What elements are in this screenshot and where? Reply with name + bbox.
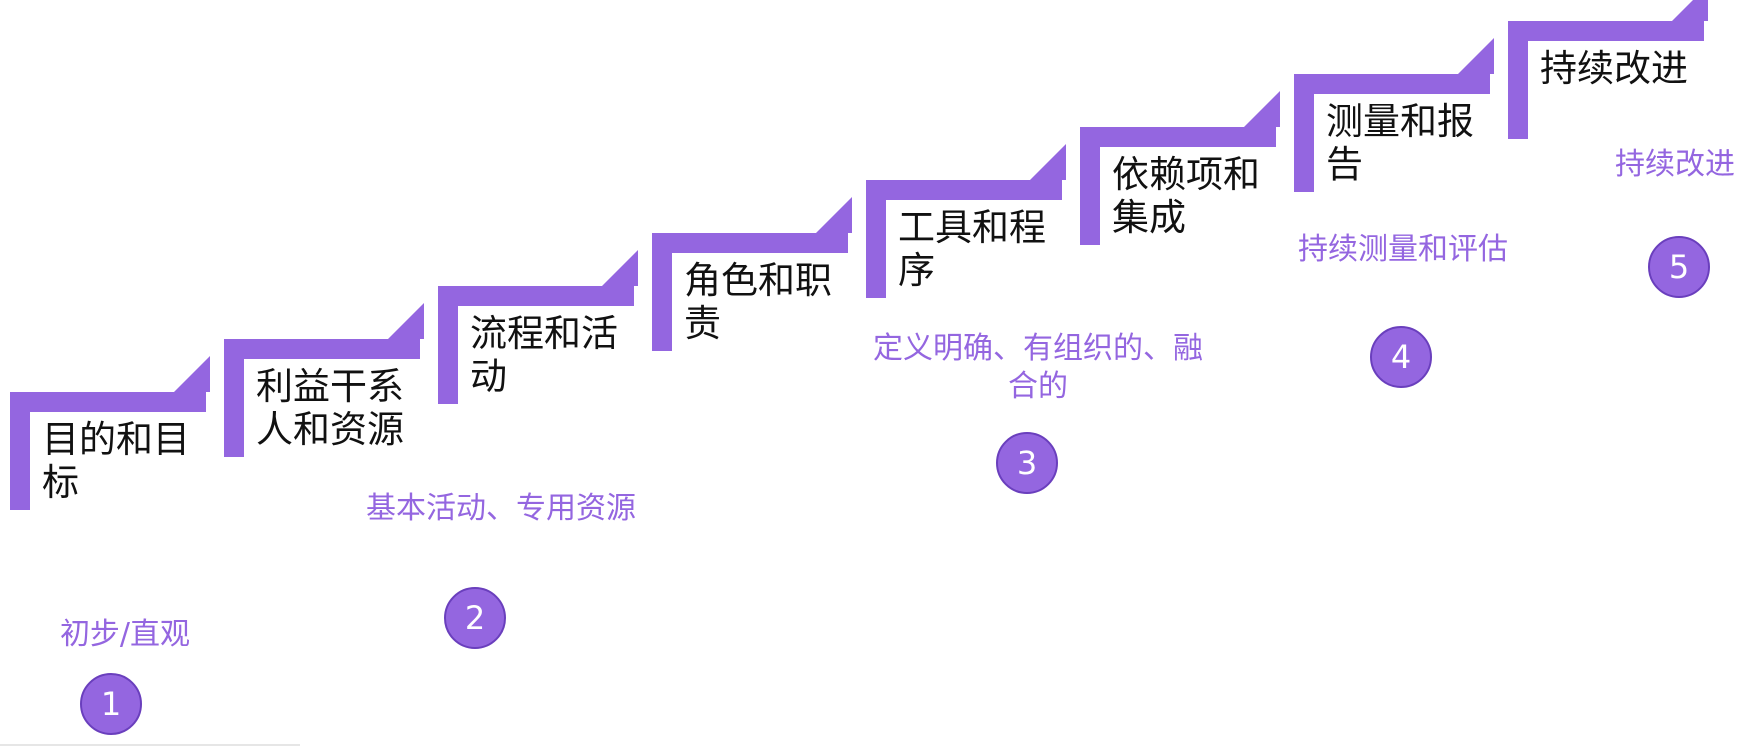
step-stakeholders-and-resources: 利益干系人和资源 bbox=[224, 303, 424, 457]
step-goals-and-objectives: 目的和目标 bbox=[10, 356, 210, 510]
level-5-badge: 5 bbox=[1648, 236, 1710, 298]
baseline-divider bbox=[0, 744, 300, 746]
level-2-badge: 2 bbox=[444, 587, 506, 649]
level-1-badge: 1 bbox=[80, 673, 142, 735]
step-bar-left bbox=[1080, 127, 1100, 245]
step-label: 测量和报告 bbox=[1326, 100, 1474, 186]
step-bar-left bbox=[10, 392, 30, 510]
level-3-description: 定义明确、有组织的、融合的 bbox=[873, 331, 1203, 404]
step-label: 工具和程序 bbox=[898, 206, 1046, 292]
level-5-description: 持续改进 bbox=[1615, 147, 1735, 182]
step-measurement-and-reporting: 测量和报告 bbox=[1294, 38, 1494, 192]
step-corner-triangle bbox=[174, 356, 210, 392]
step-label: 持续改进 bbox=[1540, 47, 1688, 90]
step-corner-triangle bbox=[816, 197, 852, 233]
step-bar-top bbox=[1080, 127, 1276, 147]
step-bar-left bbox=[652, 233, 672, 351]
step-bar-top bbox=[1508, 21, 1704, 41]
step-bar-left bbox=[1294, 74, 1314, 192]
step-bar-top bbox=[224, 339, 420, 359]
step-dependencies-and-integration: 依赖项和集成 bbox=[1080, 91, 1280, 245]
step-bar-left bbox=[1508, 21, 1528, 139]
step-corner-triangle bbox=[1672, 0, 1708, 21]
step-bar-top bbox=[10, 392, 206, 412]
step-label: 流程和活动 bbox=[470, 312, 618, 398]
step-label: 利益干系人和资源 bbox=[256, 365, 404, 451]
step-bar-left bbox=[438, 286, 458, 404]
step-label: 角色和职责 bbox=[684, 259, 832, 345]
step-tools-and-procedures: 工具和程序 bbox=[866, 144, 1066, 298]
level-1-description: 初步/直观 bbox=[59, 617, 191, 652]
step-roles-and-responsibilities: 角色和职责 bbox=[652, 197, 852, 351]
step-label: 依赖项和集成 bbox=[1112, 153, 1260, 239]
step-corner-triangle bbox=[1458, 38, 1494, 74]
step-processes-and-activities: 流程和活动 bbox=[438, 250, 638, 404]
level-3-badge: 3 bbox=[996, 432, 1058, 494]
step-bar-top bbox=[1294, 74, 1490, 94]
step-corner-triangle bbox=[388, 303, 424, 339]
step-bar-top bbox=[438, 286, 634, 306]
step-bar-left bbox=[224, 339, 244, 457]
step-continuous-improvement: 持续改进 bbox=[1508, 0, 1708, 139]
level-4-description: 持续测量和评估 bbox=[1298, 232, 1508, 267]
step-bar-top bbox=[652, 233, 848, 253]
step-bar-left bbox=[866, 180, 886, 298]
step-label: 目的和目标 bbox=[42, 418, 190, 504]
level-2-description: 基本活动、专用资源 bbox=[366, 491, 636, 526]
step-corner-triangle bbox=[602, 250, 638, 286]
level-4-badge: 4 bbox=[1370, 326, 1432, 388]
step-corner-triangle bbox=[1244, 91, 1280, 127]
step-corner-triangle bbox=[1030, 144, 1066, 180]
step-bar-top bbox=[866, 180, 1062, 200]
